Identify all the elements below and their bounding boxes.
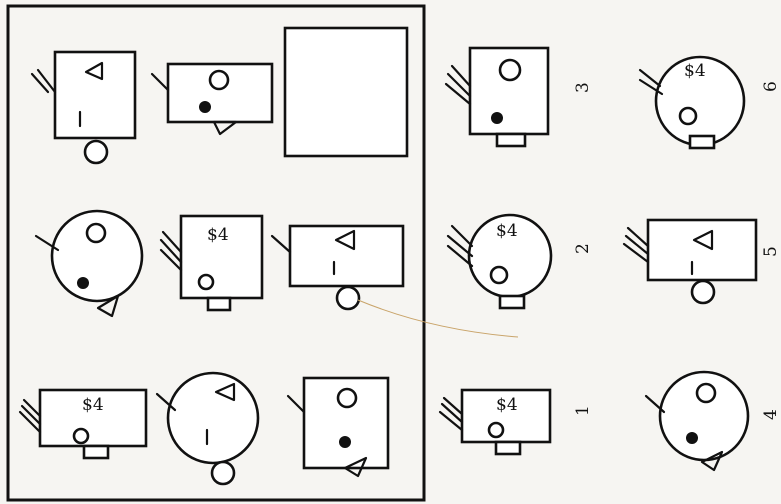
option-label-6: 6 xyxy=(761,81,781,92)
option-label-5: 5 xyxy=(761,246,781,257)
option-3[interactable] xyxy=(444,46,550,148)
option-label-4: 4 xyxy=(761,409,781,420)
matrix-cell-2-3 xyxy=(270,224,405,311)
pencil-mark xyxy=(357,299,519,338)
svg-text:$4: $4 xyxy=(496,395,518,415)
option-4[interactable] xyxy=(644,370,750,472)
option-2[interactable]: $4 xyxy=(446,213,553,310)
matrix-cell-3-1: $4 xyxy=(18,388,148,460)
option-1[interactable]: $4 xyxy=(438,388,552,456)
option-6[interactable]: $4 xyxy=(638,55,746,150)
svg-text:$4: $4 xyxy=(496,221,518,241)
missing-figure-slot xyxy=(283,26,409,158)
matrix-cell-2-1 xyxy=(34,209,144,318)
matrix-frame xyxy=(6,4,426,502)
matrix-cell-1-2 xyxy=(150,62,274,136)
matrix-cell-1-1 xyxy=(30,50,137,165)
option-5[interactable] xyxy=(622,218,758,305)
matrix-cell-3-2 xyxy=(155,371,260,486)
svg-text:$4: $4 xyxy=(207,225,229,245)
option-label-3: 3 xyxy=(573,82,593,93)
matrix-cell-2-2: $4 xyxy=(159,214,264,312)
svg-text:$4: $4 xyxy=(82,395,104,415)
svg-text:$4: $4 xyxy=(684,61,706,81)
option-label-2: 2 xyxy=(573,243,593,254)
option-label-1: 1 xyxy=(573,405,593,416)
matrix-cell-3-3 xyxy=(286,376,390,478)
